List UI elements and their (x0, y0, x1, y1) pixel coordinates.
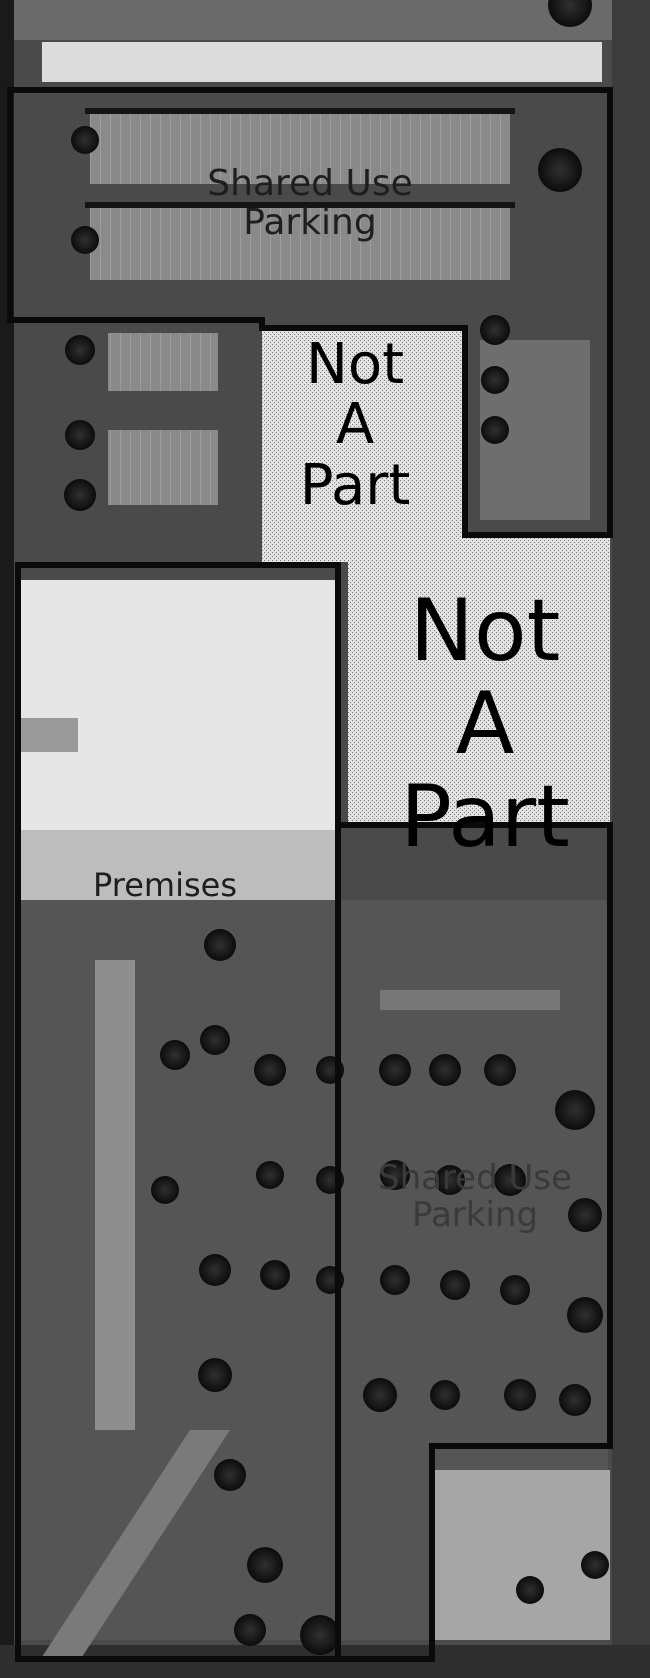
not-a-part-large-label: Not A Part (375, 585, 595, 864)
premises-roof-band (18, 718, 78, 752)
shared-use-parking-north-label: Shared Use Parking (195, 163, 425, 243)
premises-roof (18, 580, 338, 830)
not-a-part-small-label: Not A Part (275, 332, 435, 518)
south-parking-stripe (95, 960, 135, 1430)
label-line: Parking (243, 201, 377, 243)
diagonal-drive (40, 1430, 230, 1660)
west-edge (0, 0, 14, 1678)
top-road (0, 0, 650, 40)
parking-curb (85, 108, 515, 114)
label-line: Not (409, 581, 561, 681)
label-line: Premises (93, 866, 237, 904)
not-a-part-area-large (338, 535, 610, 825)
label-line: A (335, 392, 375, 458)
north-strip (42, 42, 602, 82)
south-parking-stripe (380, 990, 560, 1010)
premises-loading-area (18, 830, 338, 900)
parking-row (108, 333, 218, 391)
south-east-lot (430, 1470, 610, 1640)
label-line: Not (305, 332, 405, 397)
shared-use-parking-north-outline (7, 87, 613, 538)
parking-row (90, 205, 510, 280)
east-road (612, 0, 650, 1678)
label-line: Part (400, 766, 570, 867)
not-a-part-area-small (262, 328, 465, 562)
parking-curb (85, 202, 515, 208)
tree-canopy-group (64, 0, 609, 1655)
parking-row (90, 112, 510, 184)
premises-label: Premises (65, 868, 265, 903)
shared-use-parking-south-outline (335, 822, 613, 1662)
parking-row (108, 430, 218, 505)
label-line: Shared Use (207, 163, 413, 204)
label-line: Part (299, 452, 411, 518)
parcel-outlines (7, 87, 613, 1662)
label-line: Parking (411, 1194, 539, 1235)
shared-use-parking-south-label: Shared Use Parking (355, 1160, 595, 1233)
label-line: A (455, 673, 515, 774)
label-line: Shared Use (377, 1158, 573, 1198)
